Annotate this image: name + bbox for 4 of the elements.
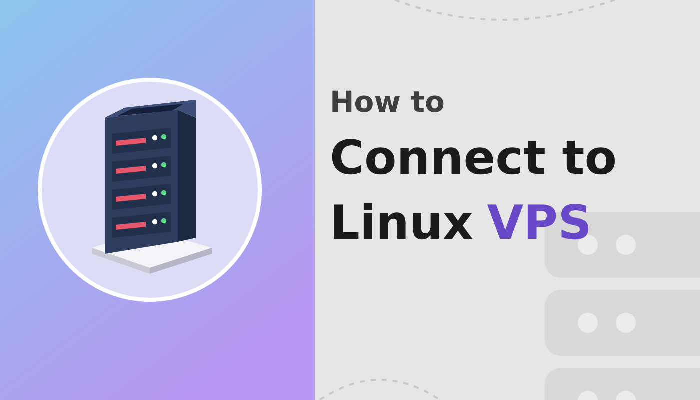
- heading: Linux: [330, 200, 474, 247]
- subheading: How to: [330, 88, 445, 117]
- heading: VPS: [487, 200, 592, 247]
- heading: Connect to: [330, 135, 618, 182]
